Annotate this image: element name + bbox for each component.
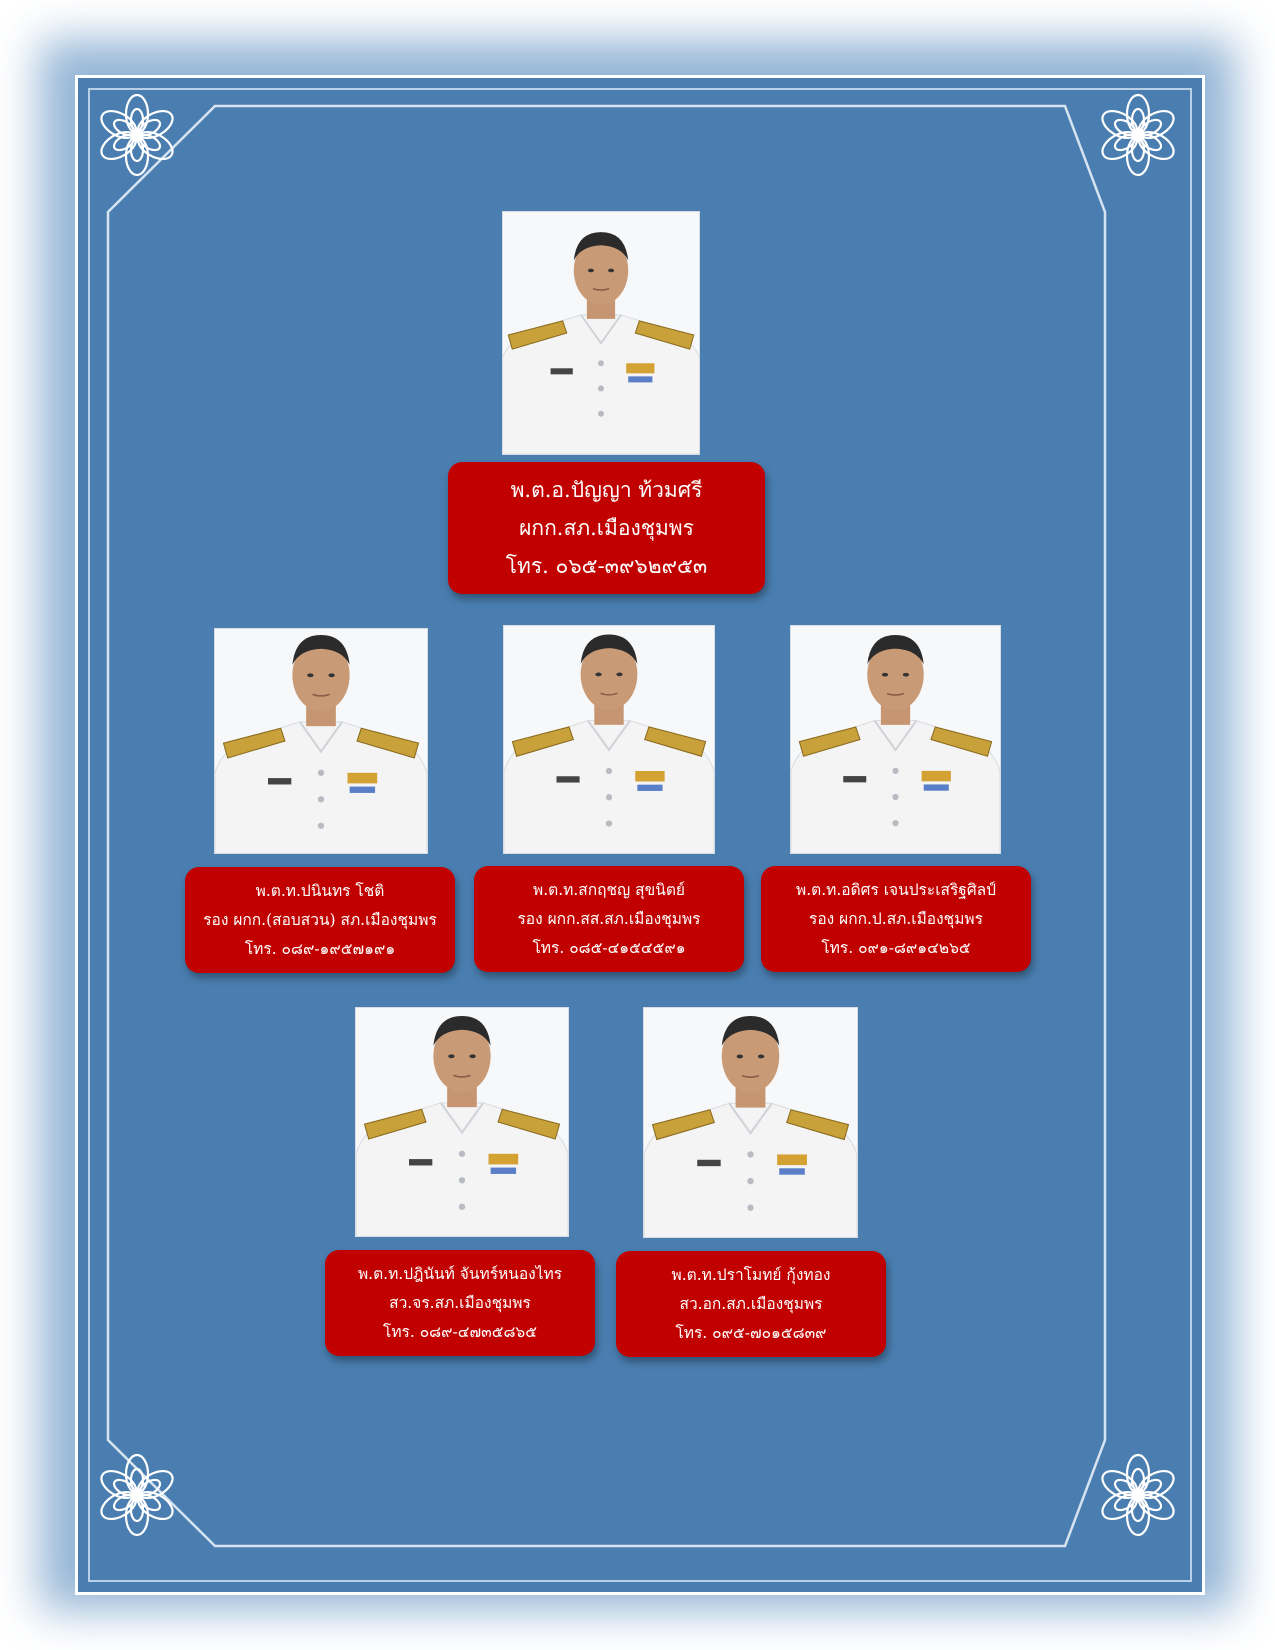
officer-position: รอง ผกก.สส.สภ.เมืองชุมพร xyxy=(517,909,701,928)
officer-position: ผกก.สภ.เมืองชุมพร xyxy=(519,516,694,540)
officer-position: สว.จร.สภ.เมืองชุมพร xyxy=(389,1293,531,1312)
officer-phone: โทร. ๐๙๑-๘๙๑๔๒๖๕ xyxy=(821,938,971,957)
officer-name: พ.ต.ท.ปราโมทย์ กุ้งทอง xyxy=(671,1265,831,1284)
officer-name: พ.ต.ท.ปนินทร โชติ xyxy=(255,881,385,900)
officer-phone: โทร. ๐๘๙-๔๗๓๕๘๖๕ xyxy=(383,1322,537,1341)
officer-name: พ.ต.ท.สกฤชญ สุขนิตย์ xyxy=(533,880,685,899)
officer-photo xyxy=(644,1008,857,1237)
officer-name: พ.ต.อ.ปัญญา ท้วมศรี xyxy=(510,478,703,502)
officer-position: รอง ผกก.ป.สภ.เมืองชุมพร xyxy=(809,909,983,928)
officer-name: พ.ต.ท.อดิศร เจนประเสริฐศิลป์ xyxy=(795,880,997,899)
officer-phone: โทร. ๐๘๕-๔๑๕๔๕๙๑ xyxy=(532,938,686,957)
officer-photo xyxy=(215,629,427,853)
officer-card: พ.ต.ท.ปนินทร โชติ รอง ผกก.(สอบสวน) สภ.เม… xyxy=(185,867,455,973)
officer-phone: โทร. ๐๙๕-๗๐๑๕๘๓๙ xyxy=(675,1323,827,1342)
officer-phone: โทร. ๐๘๙-๑๙๕๗๑๙๑ xyxy=(244,939,396,958)
officer-phone: โทร. ๐๖๕-๓๙๖๒๙๕๓ xyxy=(505,554,708,578)
officer-photo xyxy=(504,626,714,853)
officer-photo xyxy=(791,626,1000,853)
officer-card: พ.ต.ท.ปราโมทย์ กุ้งทอง สว.อก.สภ.เมืองชุม… xyxy=(616,1251,886,1357)
officer-position: รอง ผกก.(สอบสวน) สภ.เมืองชุมพร xyxy=(203,910,437,929)
officer-card: พ.ต.อ.ปัญญา ท้วมศรี ผกก.สภ.เมืองชุมพร โท… xyxy=(448,462,765,594)
officer-position: สว.อก.สภ.เมืองชุมพร xyxy=(679,1294,823,1313)
officer-name: พ.ต.ท.ปฎินันท์ จันทร์หนองไทร xyxy=(357,1264,563,1283)
officer-card: พ.ต.ท.อดิศร เจนประเสริฐศิลป์ รอง ผกก.ป.ส… xyxy=(761,866,1031,972)
officer-photo xyxy=(356,1008,568,1236)
officer-photo xyxy=(503,212,699,454)
officer-card: พ.ต.ท.ปฎินันท์ จันทร์หนองไทร สว.จร.สภ.เม… xyxy=(325,1250,595,1356)
officer-card: พ.ต.ท.สกฤชญ สุขนิตย์ รอง ผกก.สส.สภ.เมือง… xyxy=(474,866,744,972)
